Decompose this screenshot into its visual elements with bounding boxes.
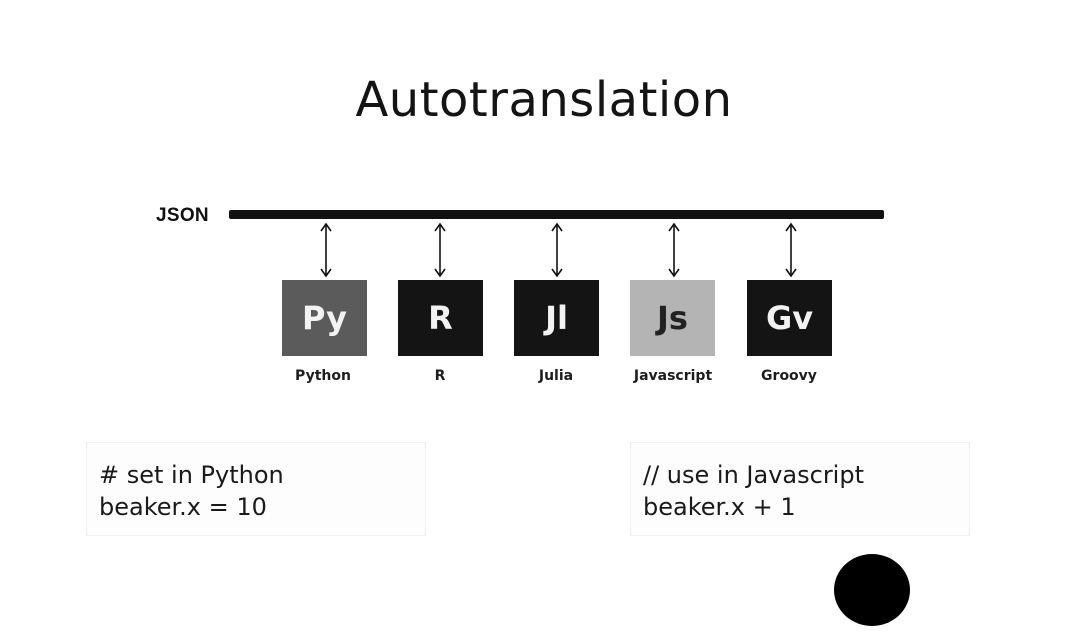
- julia-label: Julia: [538, 368, 574, 384]
- javascript-label: Javascript: [633, 368, 713, 384]
- code-line: beaker.x + 1: [643, 493, 796, 521]
- lang-abbr: Js: [657, 299, 688, 337]
- julia-logo-box: Jl: [514, 280, 599, 356]
- double-arrow-icon: [785, 222, 797, 278]
- lang-abbr: Jl: [545, 299, 568, 337]
- double-arrow-icon: [551, 222, 563, 278]
- presenter-silhouette: [834, 554, 910, 626]
- python-logo-box: Py: [282, 280, 367, 356]
- javascript-code-snippet: // use in Javascript beaker.x + 1: [630, 442, 970, 536]
- slide-title: Autotranslation: [355, 72, 733, 128]
- double-arrow-icon: [320, 222, 332, 278]
- lang-abbr: R: [428, 299, 453, 337]
- lang-abbr: Gv: [765, 299, 814, 337]
- javascript-logo-box: Js: [630, 280, 715, 356]
- code-line: beaker.x = 10: [99, 493, 267, 521]
- groovy-label: Groovy: [761, 368, 817, 384]
- r-label: R: [434, 368, 446, 384]
- code-line: # set in Python: [99, 461, 284, 489]
- double-arrow-icon: [668, 222, 680, 278]
- code-line: // use in Javascript: [643, 461, 864, 489]
- python-code-snippet: # set in Python beaker.x = 10: [86, 442, 426, 536]
- double-arrow-icon: [434, 222, 446, 278]
- groovy-logo-box: Gv: [747, 280, 832, 356]
- slide: Autotranslation JSON Py Python R R Jl Ju…: [86, 72, 970, 626]
- json-bus-label: JSON: [156, 205, 209, 226]
- r-logo-box: R: [398, 280, 483, 356]
- lang-abbr: Py: [302, 299, 347, 337]
- python-label: Python: [295, 368, 351, 384]
- json-bus-line: [229, 210, 884, 219]
